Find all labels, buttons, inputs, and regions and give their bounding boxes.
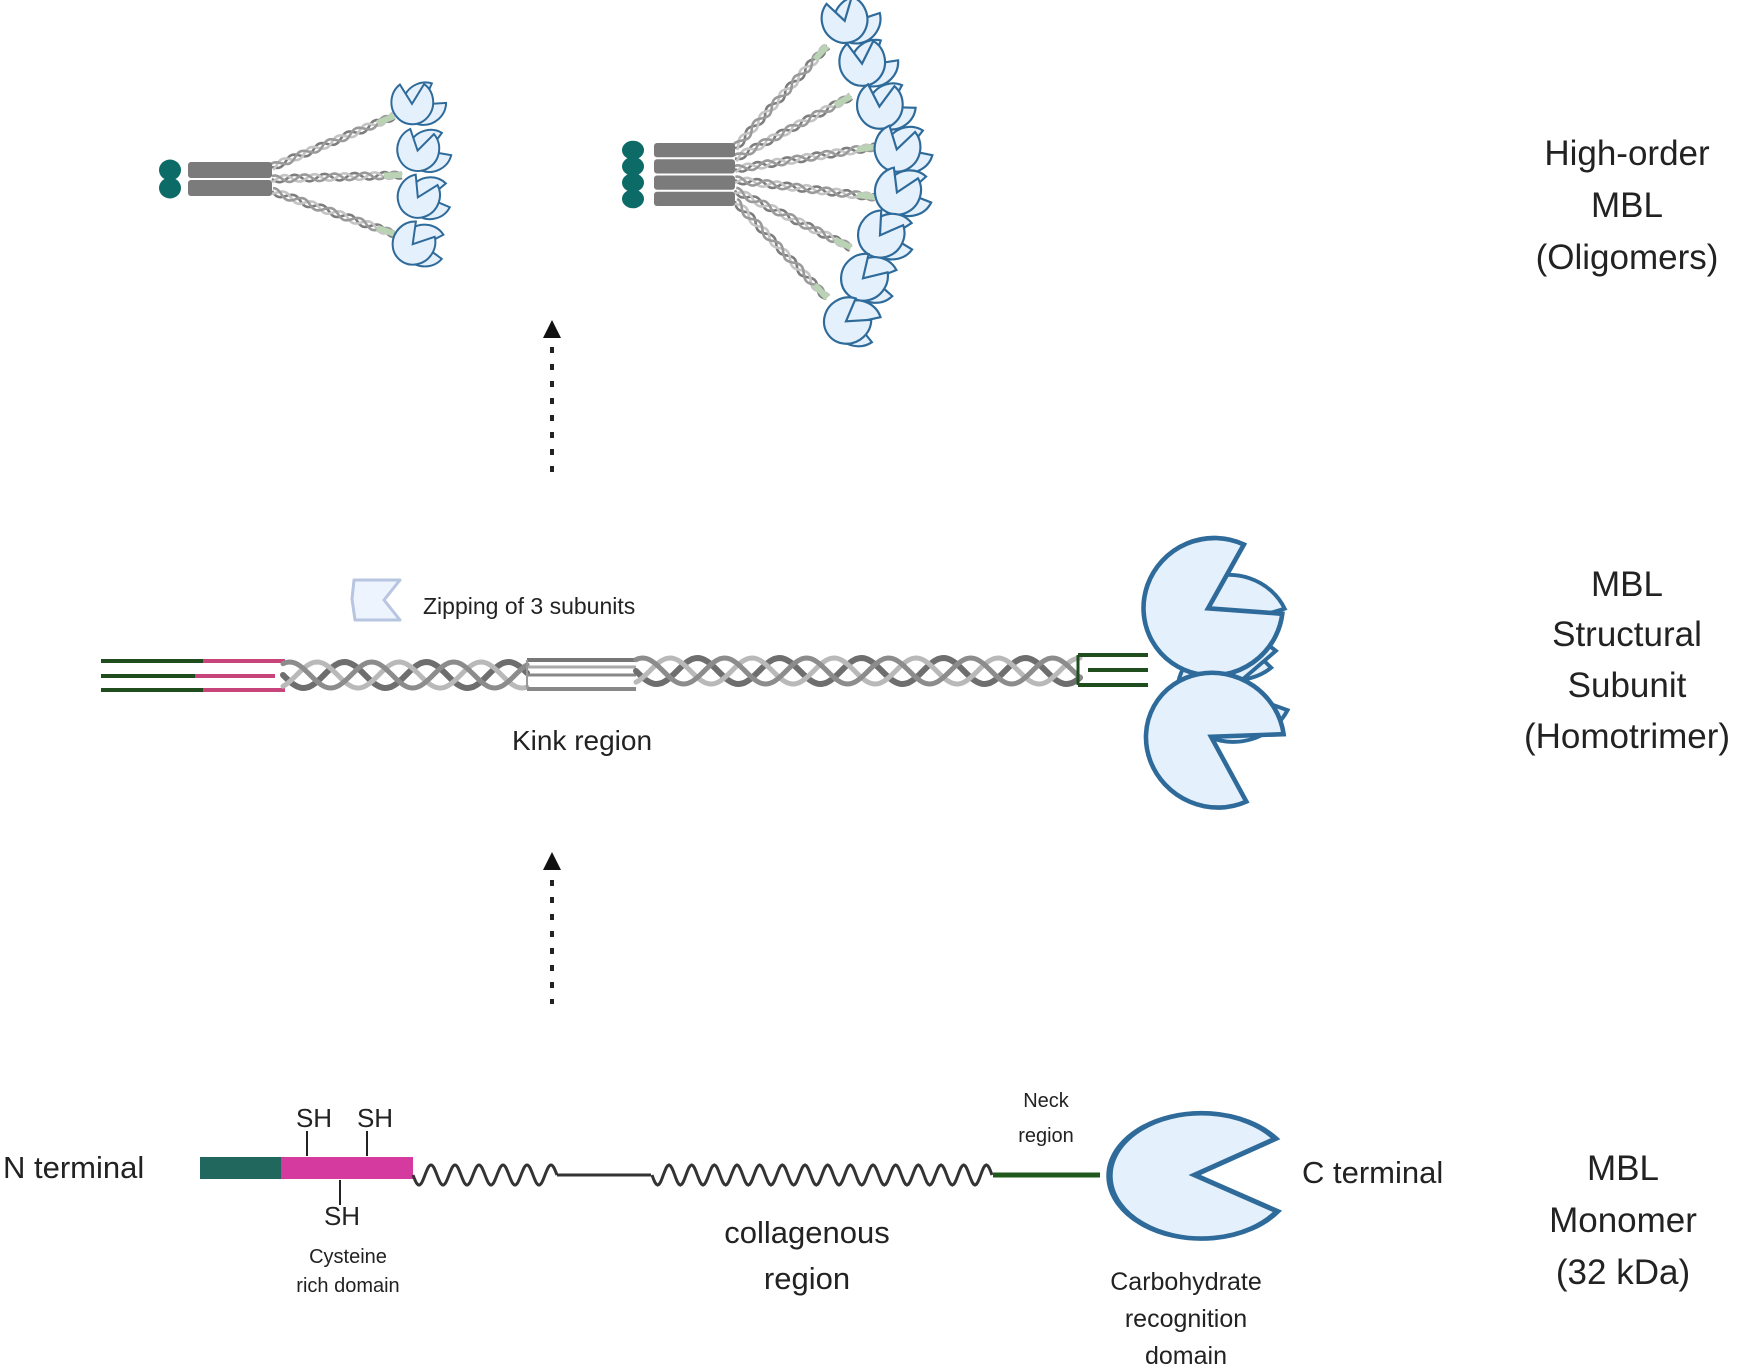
oligomers-label-line1: High-order: [1544, 134, 1710, 173]
collagenous-label-line2: region: [764, 1261, 850, 1296]
monomer-stage-label: MBL Monomer (32 kDa): [1549, 1149, 1697, 1292]
arrow-monomer-to-subunit: [543, 852, 561, 1004]
arm-neck: [812, 43, 830, 62]
zipper-chevron-icon: [350, 578, 402, 622]
subunit-stage-label: MBL Structural Subunit (Homotrimer): [1524, 565, 1730, 756]
arm-neck: [812, 282, 830, 301]
crd-label-line1: Carbohydrate: [1110, 1268, 1261, 1296]
sh-groups: SH SH SH: [296, 1103, 393, 1231]
carbohydrate-recognition-domain: [1109, 1113, 1277, 1238]
n-terminal-dot: [159, 177, 181, 199]
arm-strand: [732, 95, 852, 157]
arm-strand: [731, 47, 831, 147]
collagen-bundle-segment: [654, 191, 735, 206]
oligomers-stage-label: High-order MBL (Oligomers): [1536, 134, 1719, 277]
arm-strand: [270, 190, 396, 235]
crd-label-line3: domain: [1145, 1342, 1227, 1370]
c-terminal-label: C terminal: [1302, 1155, 1443, 1190]
subunit-label-line4: (Homotrimer): [1524, 717, 1730, 756]
n-terminal-dot: [622, 140, 644, 160]
neck-strands: [1076, 653, 1148, 687]
arm-neck: [376, 225, 395, 237]
crd-trimer-cluster: [1119, 519, 1298, 826]
arm-strand: [735, 186, 853, 248]
collagen-bundle-segment: [188, 180, 272, 196]
collagen-wave-2: [650, 1163, 994, 1187]
collagen-bundle-segment: [654, 143, 735, 158]
n-terminal-dot: [622, 173, 644, 193]
collagen-bundle-segment: [188, 162, 272, 178]
helix-strand: [633, 655, 1083, 687]
arm-neck: [833, 236, 853, 251]
neck-label-line1: Neck: [1023, 1090, 1070, 1112]
n-terminal-dot: [622, 189, 644, 209]
arm-neck: [856, 143, 876, 153]
cysteine-label-line2: rich domain: [296, 1275, 399, 1297]
n-terminal-dot: [159, 159, 181, 181]
cysteine-rich-domain: [281, 1157, 413, 1179]
monomer-label-line1: MBL: [1587, 1149, 1659, 1188]
crd-label-line2: recognition: [1125, 1305, 1247, 1333]
collagen-bundle-segment: [654, 175, 735, 190]
arm-strand: [270, 114, 395, 166]
kink-region-label: Kink region: [512, 725, 652, 756]
arm-neck: [856, 192, 876, 201]
arrowhead-icon: [543, 320, 561, 338]
arm-strand: [733, 200, 827, 300]
large-oligomer: [622, 0, 936, 353]
subunit-label-line1: MBL: [1591, 565, 1663, 604]
arm-strand: [733, 144, 877, 172]
oligomers-label-line2: MBL: [1591, 186, 1663, 225]
arrowhead-icon: [543, 852, 561, 870]
helix-strand: [280, 658, 530, 692]
collagen-triple-helix-2: [633, 654, 1083, 688]
monomer-label-line3: (32 kDa): [1556, 1253, 1690, 1292]
homotrimer: Zipping of 3 subunits Kink region: [101, 519, 1298, 826]
oligomers-label-line3: (Oligomers): [1536, 238, 1719, 277]
subunit-label-line3: Subunit: [1568, 666, 1687, 705]
cysteine-label-line1: Cysteine: [309, 1246, 387, 1268]
monomer: N terminal SH SH SH Cysteine rich domain…: [3, 1090, 1443, 1370]
arm-strand: [271, 170, 403, 184]
zipping-annotation: Zipping of 3 subunits: [350, 578, 635, 622]
arm-strand: [272, 186, 396, 235]
helix-strand: [633, 655, 1083, 687]
collagenous-label-line1: collagenous: [724, 1215, 889, 1250]
n-terminal-label: N terminal: [3, 1150, 144, 1185]
helix-strand: [280, 659, 530, 691]
neck-label-line2: region: [1018, 1125, 1074, 1147]
arm-strand: [271, 117, 396, 170]
arm-strand: [735, 175, 876, 202]
small-oligomer: [159, 76, 455, 273]
monomer-label-line2: Monomer: [1549, 1201, 1697, 1240]
kink-region-strands: [526, 658, 636, 691]
collagen-triple-helix-1: [280, 658, 530, 692]
helix-strand: [280, 659, 530, 691]
n-terminal-strands: [101, 659, 285, 692]
subunit-label-line2: Structural: [1552, 615, 1702, 654]
sh-label-top-2: SH: [357, 1103, 393, 1133]
sh-label-top-1: SH: [296, 1103, 332, 1133]
arm-neck: [383, 172, 403, 179]
zipping-label: Zipping of 3 subunits: [423, 593, 635, 619]
arm-strand: [734, 97, 854, 161]
arm-strand: [734, 44, 828, 150]
n-terminal-domain: [200, 1157, 281, 1179]
collagen-bundle-segment: [654, 159, 735, 174]
collagen-wave-1: [411, 1163, 559, 1187]
crd-head: [1121, 648, 1298, 827]
arm-neck: [833, 93, 853, 108]
n-terminal-dot: [622, 156, 644, 176]
sh-label-bottom: SH: [324, 1201, 360, 1231]
arm-neck: [376, 113, 396, 126]
arm-strand: [736, 197, 827, 300]
arrow-subunit-to-oligomer: [543, 320, 561, 472]
